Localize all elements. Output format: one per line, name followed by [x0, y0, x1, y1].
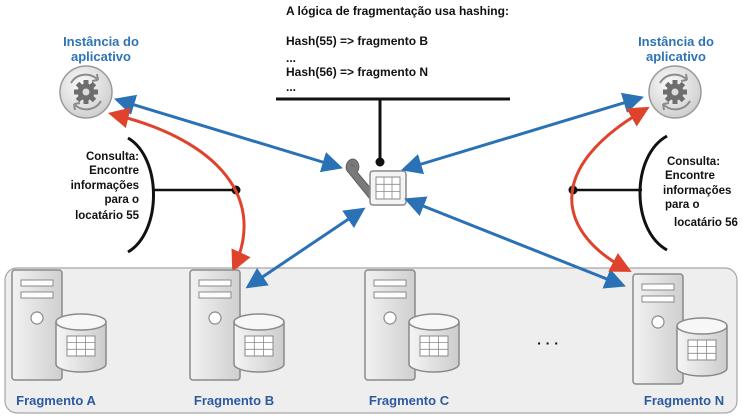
query-left-line-4: para o	[104, 194, 139, 206]
gear-cycle-icon-right	[648, 65, 702, 119]
hash-line-2: ...	[286, 51, 296, 65]
app-left-label-1: Instância do	[63, 34, 139, 49]
query-left-line-1: Consulta:	[86, 151, 139, 163]
arrow-app-left-router	[113, 94, 344, 173]
arrow-router-shard-n	[404, 196, 626, 289]
query-right-line-1: Consulta:	[667, 156, 720, 168]
app-right-label-2: aplicativo	[646, 49, 706, 64]
app-left-label-2: aplicativo	[71, 49, 131, 64]
shard-n-label: Fragmento N	[644, 393, 724, 408]
shard-c-label: Fragmento C	[369, 393, 450, 408]
gear-cycle-icon-left	[59, 65, 113, 119]
shard-b-label: Fragmento B	[194, 393, 274, 408]
query-right-line-5: locatário 56	[674, 217, 738, 229]
arrow-router-shard-b	[245, 207, 366, 289]
wrench-table-icon	[345, 158, 407, 206]
query-left-line-5: locatário 55	[75, 210, 140, 222]
query-right-line-3: informações	[663, 185, 731, 197]
hash-line-4: ...	[286, 80, 296, 94]
query-left-line-3: informações	[71, 180, 139, 192]
hashing-title: A lógica de fragmentação usa hashing:	[286, 4, 509, 18]
hash-line-3: Hash(56) => fragmento N	[286, 65, 428, 79]
arrow-app-left-shard-b	[107, 107, 251, 272]
arrow-router-app-right	[400, 92, 645, 175]
shard-a-label: Fragmento A	[16, 393, 96, 408]
query-right-line-4: para o	[665, 199, 700, 211]
query-right-line-2: Encontre	[665, 170, 715, 182]
app-right-label-1: Instância do	[638, 34, 714, 49]
query-left-line-2: Encontre	[89, 165, 139, 177]
notes-connector-dot	[375, 157, 385, 167]
hash-line-1: Hash(55) => fragmento B	[286, 34, 428, 48]
shard-ellipsis: · · ·	[537, 335, 559, 351]
arrow-app-right-shard-n	[570, 106, 650, 272]
